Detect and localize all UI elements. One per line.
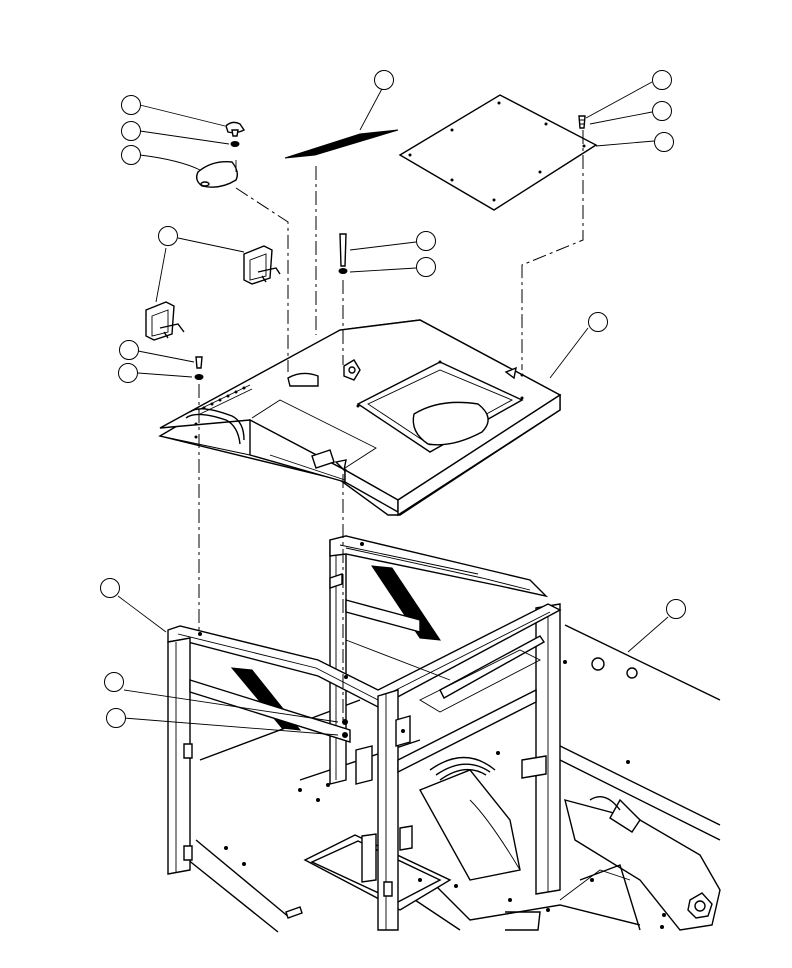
callout-4 (374, 70, 394, 90)
decal (284, 129, 399, 159)
callout-15 (666, 599, 686, 619)
seat-pan (158, 319, 562, 517)
latch (145, 245, 281, 341)
callout-10 (416, 257, 436, 277)
callout-6 (652, 101, 672, 121)
knob (225, 121, 246, 137)
chassis (181, 624, 721, 933)
screw (578, 115, 586, 129)
assembly-lines (198, 130, 584, 720)
callout-11 (588, 312, 608, 332)
callout-14 (100, 578, 120, 598)
callout-2 (121, 121, 141, 141)
cover-plate (195, 160, 239, 188)
callout-7 (654, 132, 674, 152)
callout-bubbles (100, 70, 686, 728)
callout-3 (121, 145, 141, 165)
callout-16 (104, 672, 124, 692)
washer (230, 141, 240, 147)
callout-9 (416, 231, 436, 251)
callout-8 (158, 226, 178, 246)
top-plate (398, 94, 598, 211)
callout-12 (119, 340, 139, 360)
lock-washer (194, 268, 348, 380)
callout-17 (106, 708, 126, 728)
callout-13 (118, 363, 138, 383)
bolt (195, 233, 347, 369)
frame (167, 535, 562, 931)
callout-1 (121, 95, 141, 115)
callout-5 (652, 70, 672, 90)
callout-leaders (117, 81, 669, 736)
